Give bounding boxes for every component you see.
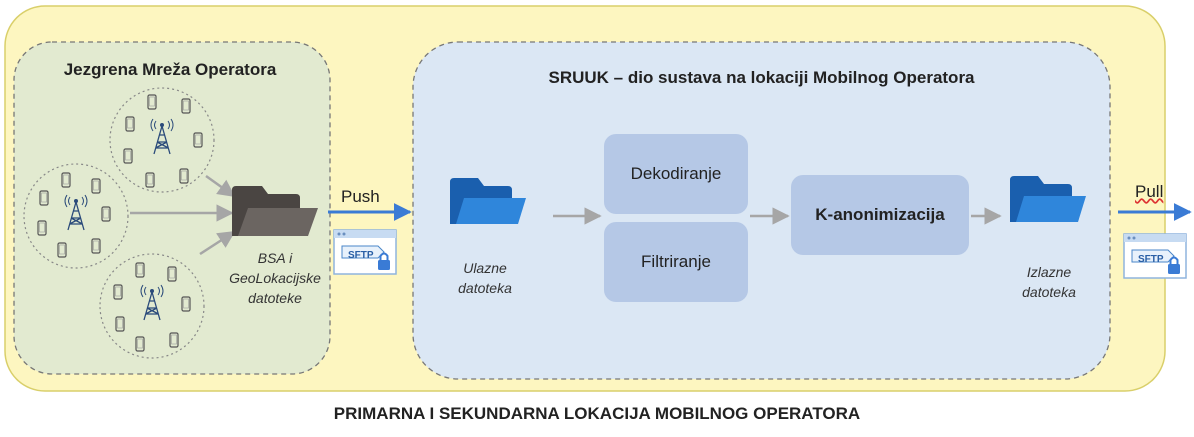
cell-cluster-bottom bbox=[99, 253, 205, 359]
bsa-label-line: BSA i bbox=[257, 250, 293, 266]
output-label-line: Izlazne bbox=[1026, 264, 1072, 280]
bsa-folder-icon bbox=[232, 186, 318, 236]
sruuk-title: SRUUK – dio sustava na lokaciji Mobilnog… bbox=[548, 68, 975, 87]
cluster-to-bsa-arrow bbox=[205, 174, 236, 198]
input-label-line: datoteka bbox=[458, 280, 512, 296]
kanon-label: K-anonimizacija bbox=[815, 205, 945, 224]
cluster-to-bsa-arrow bbox=[199, 230, 236, 256]
bsa-label-line: datoteke bbox=[248, 290, 302, 306]
cell-cluster-top bbox=[109, 87, 215, 193]
sftp-push-text: SFTP bbox=[348, 250, 374, 261]
output-files-label: Izlazne datoteka bbox=[994, 262, 1104, 302]
cell-cluster-middle bbox=[23, 163, 129, 269]
core-network-region bbox=[13, 41, 331, 375]
sftp-pull-text: SFTP bbox=[1138, 254, 1164, 265]
sruuk-region bbox=[412, 41, 1111, 380]
bsa-label-line: GeoLokacijske bbox=[229, 270, 321, 286]
input-files-label: Ulazne datoteka bbox=[430, 258, 540, 298]
output-label-line: datoteka bbox=[1022, 284, 1076, 300]
bsa-label: BSA i GeoLokacijske datoteke bbox=[200, 248, 350, 308]
core-network-title: Jezgrena Mreža Operatora bbox=[63, 60, 277, 79]
decode-label: Dekodiranje bbox=[630, 164, 722, 183]
input-label-line: Ulazne bbox=[463, 260, 507, 276]
footer-caption: PRIMARNA I SEKUNDARNA LOKACIJA MOBILNOG … bbox=[333, 404, 861, 423]
push-label: Push bbox=[341, 187, 380, 206]
filter-box bbox=[604, 222, 748, 302]
filter-label: Filtriranje bbox=[641, 252, 711, 271]
decode-box bbox=[604, 134, 748, 214]
kanon-box bbox=[791, 175, 969, 255]
pull-label: Pull bbox=[1135, 182, 1164, 201]
